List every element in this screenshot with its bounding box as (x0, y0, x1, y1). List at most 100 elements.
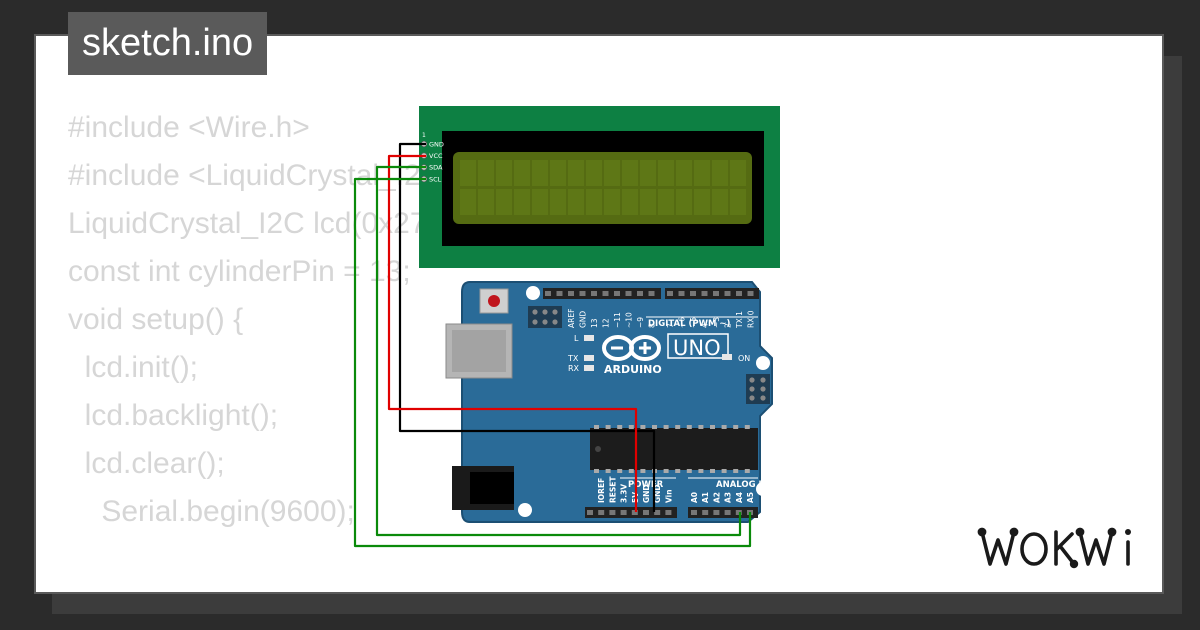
digital-pin-label: 8 (648, 323, 657, 328)
header-pin[interactable] (643, 510, 649, 515)
header-pin[interactable] (545, 291, 551, 296)
chip-pin (710, 469, 715, 473)
wokwi-logo (977, 527, 1131, 569)
analog-pin-label: A2 (712, 492, 721, 503)
header-pin[interactable] (587, 510, 593, 515)
header-pin[interactable] (667, 291, 673, 296)
chip-pin (675, 425, 681, 429)
header-pin[interactable] (556, 291, 563, 296)
lcd-char-cell (730, 160, 746, 186)
chip-pin (617, 469, 623, 473)
header-pin[interactable] (614, 291, 620, 296)
header-pin[interactable] (702, 510, 709, 515)
led-on (722, 354, 732, 360)
file-title: sketch.ino (68, 12, 268, 75)
lcd-char-cell (712, 160, 728, 186)
lcd-char-cell (712, 189, 728, 215)
digital-pin-label: 12 (602, 318, 611, 328)
header-pin[interactable] (648, 291, 655, 296)
analog-label: ANALOG IN (716, 480, 769, 490)
code-line: #include <Wire.h> (68, 111, 310, 144)
lcd-char-cell (514, 160, 530, 186)
code-preview: #include <Wire.h> #include <LiquidCrysta… (68, 104, 531, 592)
header-pin[interactable] (609, 510, 616, 515)
lcd-char-cell (622, 160, 638, 186)
header-pin[interactable] (602, 291, 609, 296)
chip-pin (686, 425, 692, 429)
header-pin[interactable] (747, 291, 754, 296)
chip-pin (652, 425, 657, 429)
lcd-char-cell (532, 189, 548, 215)
power-pin-label: Vin (664, 489, 673, 503)
digital-pin-label: ~5 (689, 317, 698, 328)
lcd-char-cell (532, 160, 548, 186)
wire-vcc[interactable] (387, 154, 638, 512)
header-pin[interactable] (678, 291, 685, 296)
lcd-char-cell (460, 189, 476, 215)
chip-pin (628, 469, 634, 473)
led-label-l: L (574, 334, 579, 343)
power-pin-label: GND (642, 484, 651, 503)
chip-pin (617, 425, 623, 429)
analog-pin-label: A1 (701, 492, 710, 503)
analog-pin-label: A5 (746, 492, 755, 503)
chip-pin (733, 425, 739, 429)
header-pin[interactable] (736, 291, 742, 296)
mount-hole (526, 286, 540, 300)
lcd-char-cell (658, 189, 674, 215)
lcd-char-cell (496, 160, 512, 186)
lcd-pin1-label: 1 (422, 132, 426, 139)
digital-pin-label: RX 0 (747, 310, 756, 328)
lcd-pin-label: SCL (429, 175, 442, 183)
reset-button[interactable] (488, 295, 500, 307)
lcd-char-cell (586, 160, 602, 186)
model-label: UNO (673, 336, 721, 360)
header-pin[interactable] (637, 291, 643, 296)
chip-pin (594, 469, 599, 473)
chip-pin (605, 425, 611, 429)
lcd-char-cell (478, 160, 494, 186)
code-line: pinMode(cylinderPin, OUTPUT); (68, 591, 531, 592)
digital-pin-label: ~3 (712, 317, 721, 328)
digital-pin-label: 4 (701, 323, 710, 328)
header-pin[interactable] (598, 510, 605, 515)
led-label-on: ON (738, 354, 750, 363)
chip-pin (733, 469, 739, 473)
header-pin[interactable] (735, 510, 742, 515)
lcd-char-cell (676, 160, 692, 186)
header-pin[interactable] (691, 510, 697, 515)
uno-badge (667, 333, 729, 359)
digital-pin-label: ~9 (636, 317, 645, 328)
header-pin[interactable] (724, 510, 731, 515)
header-pin[interactable] (713, 291, 719, 296)
lcd-pin-label: SDA (429, 164, 443, 172)
brand-label: ARDUINO (604, 363, 662, 376)
header-pin[interactable] (713, 510, 720, 515)
header-pin[interactable] (568, 291, 574, 296)
header-pin[interactable] (631, 510, 638, 515)
header-pin[interactable] (665, 510, 672, 515)
digital-pin-label: AREF (567, 309, 576, 328)
header-pin[interactable] (701, 291, 708, 296)
wire-scl[interactable] (353, 177, 752, 548)
header-pin[interactable] (654, 510, 661, 515)
lcd-char-cell (478, 189, 494, 215)
header-pin[interactable] (690, 291, 696, 296)
header-pin[interactable] (724, 291, 731, 296)
lcd-char-cell (568, 160, 584, 186)
wire-sda[interactable] (375, 165, 742, 537)
lcd-char-cell (730, 189, 746, 215)
code-line: lcd.backlight(); (68, 399, 279, 432)
usb-connector-inner (452, 330, 506, 372)
header-pin[interactable] (591, 291, 597, 296)
lcd-char-cell (640, 189, 656, 215)
wire-gnd[interactable] (398, 142, 656, 512)
header-pin[interactable] (620, 510, 627, 515)
led-tx (584, 355, 594, 361)
header-pin[interactable] (579, 291, 586, 296)
header-pin[interactable] (625, 291, 632, 296)
chip-pin (594, 425, 599, 429)
